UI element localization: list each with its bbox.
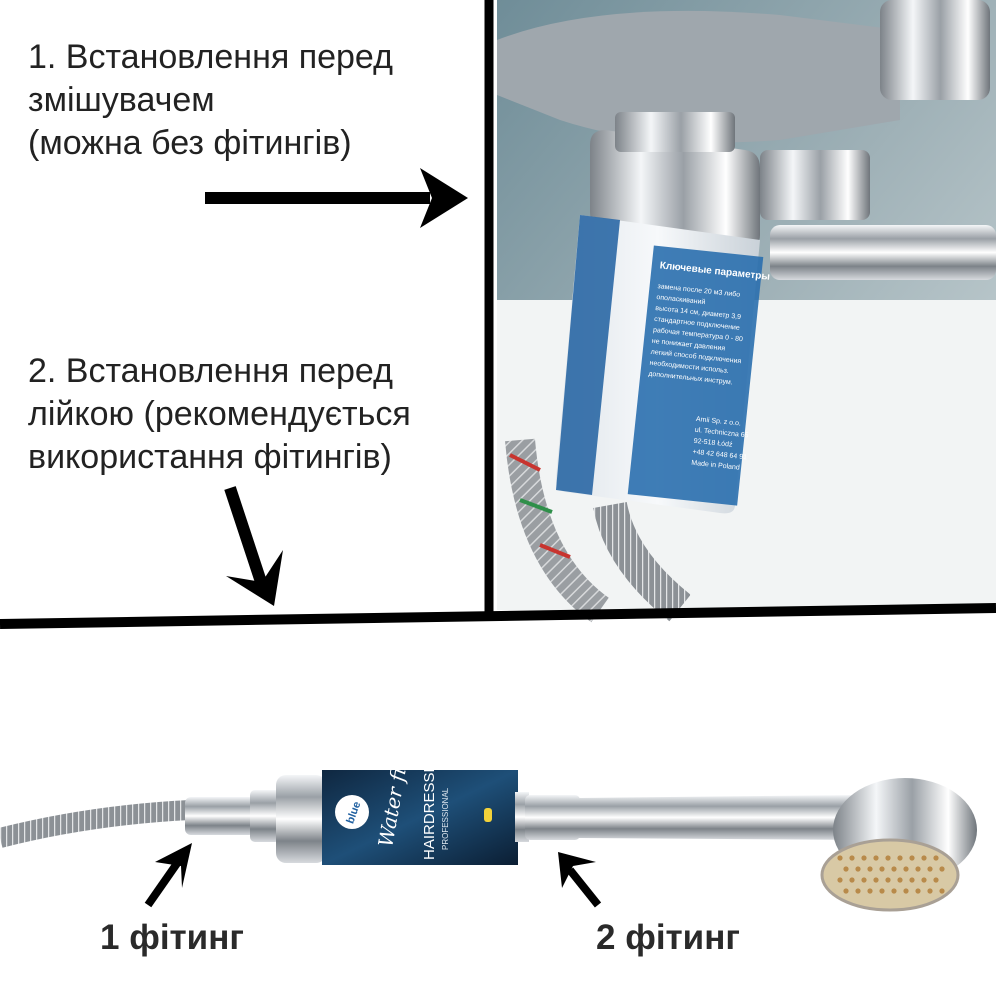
maker-info-line: Amii Sp. z o.o. (696, 416, 742, 428)
arrow-to-fitting-1 (144, 843, 192, 908)
nozzle-hole (891, 888, 897, 894)
product-sub: PROFESSIONAL (441, 787, 450, 850)
faucet-handle (880, 0, 990, 100)
nozzle-hole (849, 877, 855, 883)
nozzle-hole (927, 866, 933, 872)
arrow-down-to-showerhead (224, 486, 283, 606)
nozzle-hole (837, 877, 843, 883)
maker-info-line: 92-518 Łódź (693, 438, 733, 449)
shower-hose (593, 501, 691, 622)
fitting-1 (185, 797, 255, 835)
filter-label: Ключевые параметры замена после 20 м3 ли… (627, 245, 770, 506)
nozzle-hole (873, 855, 879, 861)
fitting-2-label: 2 фітинг (596, 918, 740, 957)
nozzle-hole (903, 866, 909, 872)
install-before-showerhead-text: 2. Встановлення перед лійкою (рекомендує… (28, 352, 411, 476)
arrow-to-fitting-2 (558, 852, 602, 908)
nozzle-hole (909, 855, 915, 861)
metal-hose (0, 800, 191, 848)
nozzle-hole (927, 888, 933, 894)
braided-hose (505, 438, 610, 623)
showerhead-photo: blue Water filter HAIRDRESSER PROFESSION… (0, 729, 977, 912)
spout-nut (760, 150, 870, 220)
fitting-1-label: 1 фітинг (100, 918, 244, 957)
nozzle-hole (843, 888, 849, 894)
nozzle-hole (933, 877, 939, 883)
nozzle-hole (903, 888, 909, 894)
nozzle-hole (867, 866, 873, 872)
nozzle-hole (837, 855, 843, 861)
nozzle-hole (855, 888, 861, 894)
nozzle-hole (891, 866, 897, 872)
nozzle-hole (879, 866, 885, 872)
nozzle-hole (861, 877, 867, 883)
nozzle-hole (843, 866, 849, 872)
filter-end-cap (276, 775, 326, 863)
nozzle-hole (897, 877, 903, 883)
nozzle-hole (867, 888, 873, 894)
shower-nozzle-plate (820, 838, 960, 912)
nozzle-hole (921, 877, 927, 883)
nozzle-hole (909, 877, 915, 883)
filter-cap (590, 130, 760, 248)
fitting-2 (525, 795, 580, 840)
nozzle-hole (915, 866, 921, 872)
nozzle-hole (885, 877, 891, 883)
nozzle-hole (933, 855, 939, 861)
nozzle-hole (897, 855, 903, 861)
install-before-mixer-text: 1. Встановлення перед змішувачем (можна … (28, 38, 393, 162)
faucet-body (497, 10, 900, 143)
arrow-to-mixer (205, 168, 468, 228)
horizontal-divider (0, 603, 996, 629)
nozzle-hole (915, 888, 921, 894)
nozzle-hole (939, 888, 945, 894)
nozzle-hole (873, 877, 879, 883)
nozzle-hole (939, 866, 945, 872)
mixer-photo: Ключевые параметры замена после 20 м3 ли… (497, 0, 996, 623)
nozzle-hole (885, 855, 891, 861)
product-line: HAIRDRESSER (421, 751, 438, 860)
brand-badge (335, 795, 369, 829)
nozzle-hole (861, 855, 867, 861)
nozzle-hole (855, 866, 861, 872)
nozzle-hole (849, 855, 855, 861)
shower-handle (578, 795, 870, 840)
spout-pipe (770, 225, 996, 280)
nozzle-hole (879, 888, 885, 894)
nozzle-hole (921, 855, 927, 861)
